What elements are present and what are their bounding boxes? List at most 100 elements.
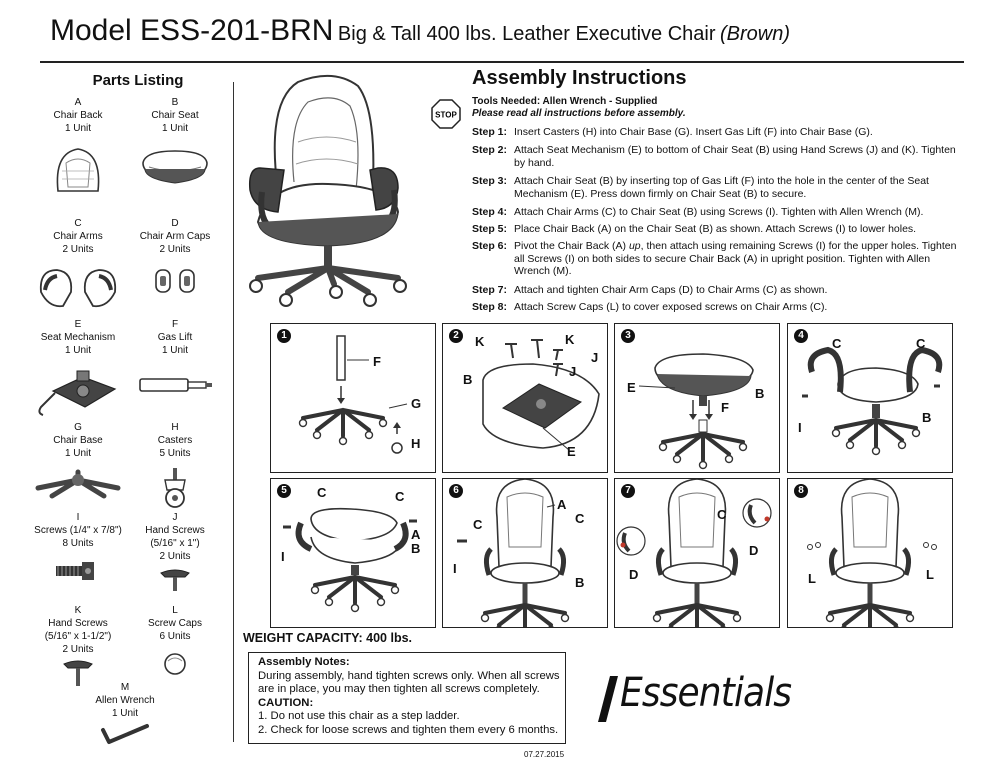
part-item-c: C Chair Arms 2 Units [23, 217, 133, 317]
part-qty: 6 Units [159, 631, 191, 642]
weight-capacity: WEIGHT CAPACITY: 400 lbs. [243, 631, 413, 645]
product-description: Big & Tall 400 lbs. Leather Executive Ch… [337, 23, 716, 45]
part-qty: 2 Units [62, 644, 94, 655]
part-qty: 2 Units [159, 244, 191, 255]
part-name: Seat Mechanism [40, 332, 116, 343]
part-letter: A [74, 97, 82, 108]
color-note: (Brown) [719, 23, 790, 45]
diagram-number: 6 [449, 484, 463, 498]
part-item-i: I Screws (1/4" x 7/8") 8 Units [10, 511, 146, 591]
part-name: Chair Seat [151, 110, 199, 121]
part-qty: 1 Unit [64, 123, 92, 134]
assembly-title: Assembly Instructions [472, 67, 687, 89]
step-diagram-1: 1 F G H [270, 323, 436, 473]
part-item-m: M Allen Wrench 1 Unit [70, 681, 180, 744]
stop-sign-icon: STOP [431, 99, 461, 134]
diagram-number: 2 [449, 329, 463, 343]
part-letter: D [171, 218, 179, 229]
revision-date: 07.27.2015 [524, 750, 565, 759]
assembled-chair-illustration [238, 72, 418, 317]
diagram-number: 3 [621, 329, 635, 343]
caution-title: CAUTION: [258, 696, 314, 709]
part-letter: G [74, 422, 82, 433]
notes-title: Assembly Notes: [258, 656, 350, 668]
chair-back-icon [23, 141, 133, 196]
step-2: Step 2:Attach Seat Mechanism (E) to bott… [472, 144, 956, 169]
part-qty: 5 Units [159, 448, 191, 459]
part-item-e: E Seat Mechanism 1 Unit [23, 318, 133, 418]
diagram-number: 5 [277, 484, 291, 498]
step-diagram-5: 5 C C A B I [270, 478, 436, 628]
part-qty: 2 Units [159, 551, 191, 562]
caution-item: 1. Do not use this chair as a step ladde… [258, 710, 460, 722]
gas-lift-icon [120, 363, 230, 418]
tools-needed: Tools Needed: Allen Wrench - Supplied Pl… [472, 96, 686, 120]
part-size: (5/16" x 1") [150, 538, 200, 549]
part-letter: I [76, 512, 80, 523]
chair-base-icon [23, 466, 133, 521]
part-item-j: J Hand Screws (5/16" x 1") 2 Units [120, 511, 230, 595]
page-title: Model ESS-201-BRN Big & Tall 400 lbs. Le… [50, 14, 790, 48]
part-letter: H [171, 422, 179, 433]
part-item-g: G Chair Base 1 Unit [23, 421, 133, 521]
step-diagram-3: 3 E F B [614, 323, 780, 473]
part-qty: 8 Units [62, 538, 94, 549]
part-letter: M [120, 682, 130, 693]
part-letter: F [171, 319, 179, 330]
part-name: Gas Lift [157, 332, 193, 343]
diagram-number: 4 [794, 329, 808, 343]
step-8: Step 8:Attach Screw Caps (L) to cover ex… [472, 301, 828, 313]
step-5: Step 5:Place Chair Back (A) on the Chair… [472, 223, 917, 235]
model-number: Model ESS-201-BRN [50, 14, 334, 47]
part-name: Chair Arm Caps [139, 231, 211, 242]
part-item-a: A Chair Back 1 Unit [23, 96, 133, 196]
part-name: Chair Base [53, 435, 103, 446]
notes-text: During assembly, hand tighten screws onl… [258, 669, 560, 696]
screw-icon [10, 556, 146, 591]
caution-item: 2. Check for loose screws and tighten th… [258, 723, 559, 736]
chair-arms-icon [23, 262, 133, 317]
part-letter: L [172, 605, 178, 616]
assembly-notes-box: Assembly Notes: During assembly, hand ti… [248, 652, 566, 744]
read-instructions-note: Please read all instructions before asse… [472, 108, 686, 119]
title-divider [40, 61, 964, 63]
step-3: Step 3:Attach Chair Seat (B) by insertin… [472, 175, 929, 200]
diagram-number: 1 [277, 329, 291, 343]
parts-listing-title: Parts Listing [92, 72, 184, 89]
step-7: Step 7:Attach and tighten Chair Arm Caps… [472, 284, 828, 296]
part-item-h: H Casters 5 Units [120, 421, 230, 521]
brand-slash-icon [598, 676, 618, 727]
part-letter: K [74, 605, 82, 616]
part-name: Chair Back [53, 110, 103, 121]
part-size: (5/16" x 1-1/2") [44, 631, 112, 642]
step-diagram-2: 2 K K J J B E [442, 323, 608, 473]
tools-needed-text: Tools Needed: Allen Wrench - Supplied [472, 96, 658, 107]
part-letter: C [74, 218, 82, 229]
step-6: Step 6:Pivot the Chair Back (A) up, then… [472, 240, 957, 277]
caster-icon [120, 466, 230, 521]
brand-logo: Essentials [620, 670, 792, 716]
allen-wrench-icon [70, 720, 180, 744]
diagram-number: 7 [621, 484, 635, 498]
part-qty: 2 Units [62, 244, 94, 255]
part-name: Chair Arms [53, 231, 103, 242]
stop-badge-text: STOP [435, 111, 457, 120]
step-diagram-4: 4 C C B I [787, 323, 953, 473]
step-4: Step 4:Attach Chair Arms (C) to Chair Se… [472, 206, 924, 218]
diagram-number: 8 [794, 484, 808, 498]
part-item-f: F Gas Lift 1 Unit [120, 318, 230, 418]
hand-screw-icon [120, 565, 230, 595]
part-qty: 1 Unit [111, 708, 139, 719]
part-letter: J [172, 512, 178, 523]
part-qty: 1 Unit [161, 123, 189, 134]
seat-mechanism-icon [23, 363, 133, 418]
part-name: Screws (1/4" x 7/8") [34, 525, 122, 536]
part-name: Hand Screws [145, 525, 205, 536]
part-item-k: K Hand Screws (5/16" x 1-1/2") 2 Units [23, 604, 133, 688]
part-qty: 1 Unit [64, 345, 92, 356]
part-item-l: L Screw Caps 6 Units [120, 604, 230, 679]
part-name: Casters [157, 435, 193, 446]
column-divider [233, 82, 234, 742]
part-name: Allen Wrench [95, 695, 155, 706]
part-item-b: B Chair Seat 1 Unit [120, 96, 230, 196]
